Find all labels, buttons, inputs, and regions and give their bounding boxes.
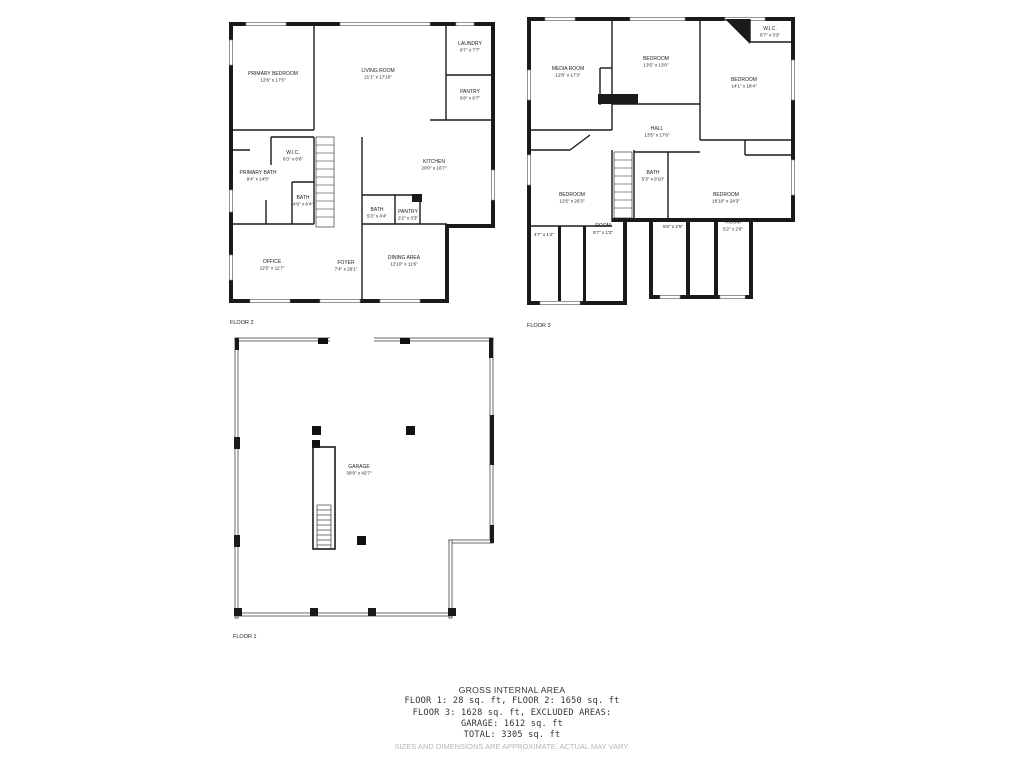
room-dim-dining-area: 12'10" x 11'6"	[390, 262, 418, 267]
room-dim-living-room: 21'1" x 17'10"	[364, 75, 392, 80]
room-dim-bath-small: 4'9" x 6'4"	[293, 202, 313, 207]
room-dim-closet-a: 4'7" x 1'2"	[534, 232, 554, 237]
floor-2-label: FLOOR 2	[230, 320, 254, 326]
room-dim-garage: 39'9" x 42'7"	[346, 471, 372, 476]
room-dim-foyer: 7'4" x 26'1"	[335, 267, 358, 272]
room-name-hall: HALL	[651, 126, 664, 132]
room-dim-laundry: 6'7" x 7'7"	[460, 48, 480, 53]
floor-1-plan: GARAGE 39'9" x 42'7" FLOOR 1	[233, 337, 494, 640]
room-name-pantry: PANTRY	[460, 89, 480, 95]
room-name-bedroom-a: BEDROOM	[643, 56, 669, 62]
room-name-primary-bath: PRIMARY BATH	[240, 170, 277, 176]
room-dim-pantry: 6'8" x 6'7"	[460, 96, 480, 101]
floor-3-plan: MEDIA ROOM 12'8" x 17'3" BEDROOM 13'5" x…	[527, 17, 795, 329]
floor-1-label: FLOOR 1	[233, 634, 257, 640]
room-dim-bedroom-d: 16'10" x 24'3"	[712, 199, 740, 204]
room-name-media-room: MEDIA ROOM	[552, 66, 585, 72]
room-dim-bedroom-b: 14'1" x 18'4"	[731, 84, 757, 89]
summary-line-2: FLOOR 3: 1628 sq. ft, EXCLUDED AREAS:	[412, 707, 612, 718]
room-dim-closet-b: 5'8" x 2'5"	[663, 224, 683, 229]
floor-2-plan: PRIMARY BEDROOM 12'6" x 17'5" LIVING ROO…	[229, 22, 495, 326]
room-dim-hall: 13'5" x 17'6"	[644, 133, 670, 138]
room-dim-bedroom-c: 12'6" x 26'3"	[559, 199, 585, 204]
room-name-bedroom-b: BEDROOM	[731, 77, 757, 83]
summary-disclaimer: SIZES AND DIMENSIONS ARE APPROXIMATE, AC…	[394, 742, 630, 752]
room-dim-media-room: 12'8" x 17'3"	[555, 73, 581, 78]
room-name-laundry: LAUNDRY	[458, 41, 482, 47]
room-name-primary-bedroom: PRIMARY BEDROOM	[248, 71, 298, 77]
floor-3-label: FLOOR 3	[527, 323, 551, 329]
room-dim-bath-b: 5'3" x 4'4"	[367, 214, 387, 219]
floor-plan-drawing: PRIMARY BEDROOM 12'6" x 17'5" LIVING ROO…	[229, 17, 795, 640]
room-name-bath-3: BATH	[647, 170, 660, 176]
area-summary: GROSS INTERNAL AREA FLOOR 1: 28 sq. ft, …	[362, 685, 662, 752]
summary-line-4: TOTAL: 3305 sq. ft	[463, 730, 561, 741]
room-name-bedroom-c: BEDROOM	[559, 192, 585, 198]
room-name-pantry-b: PANTRY	[398, 209, 418, 215]
room-name-dining-area: DINING AREA	[388, 255, 421, 261]
room-dim-primary-bath: 9'4" x 14'5"	[247, 177, 270, 182]
room-name-room-b: ROOM	[725, 220, 741, 226]
room-name-living-room: LIVING ROOM	[361, 68, 394, 74]
room-name-bath-small: BATH	[297, 195, 310, 201]
room-name-bedroom-d: BEDROOM	[713, 192, 739, 198]
room-name-garage: GARAGE	[348, 464, 370, 470]
room-name-office: OFFICE	[263, 259, 282, 265]
room-dim-pantry-b: 2'2" x 3'3"	[398, 216, 418, 221]
room-dim-bedroom-a: 13'5" x 13'0"	[643, 63, 669, 68]
room-name-kitchen: KITCHEN	[423, 159, 445, 165]
room-dim-room-a: 5'7" x 1'2"	[593, 230, 613, 235]
room-name-room-a: ROOM	[595, 223, 611, 229]
room-dim-primary-bedroom: 12'6" x 17'5"	[260, 78, 286, 83]
room-name-bath-b: BATH	[371, 207, 384, 213]
room-dim-wic-3: 6'7" x 3'3"	[760, 33, 780, 38]
summary-line-3: GARAGE: 1612 sq. ft	[460, 718, 564, 729]
room-dim-kitchen: 20'0" x 16'7"	[421, 166, 447, 171]
summary-title: GROSS INTERNAL AREA	[458, 685, 566, 695]
room-dim-bath-3: 5'3" x 9'10"	[642, 177, 665, 182]
room-name-wic-3: W.I.C.	[763, 26, 777, 32]
summary-line-1: FLOOR 1: 28 sq. ft, FLOOR 2: 1650 sq. ft	[404, 696, 620, 707]
room-dim-wic: 6'3" x 6'6"	[283, 157, 303, 162]
room-name-foyer: FOYER	[337, 260, 355, 266]
room-dim-office: 12'5" x 11'7"	[260, 266, 285, 271]
room-name-wic: W.I.C.	[286, 150, 300, 156]
room-dim-room-b: 5'2" x 2'6"	[723, 227, 743, 232]
